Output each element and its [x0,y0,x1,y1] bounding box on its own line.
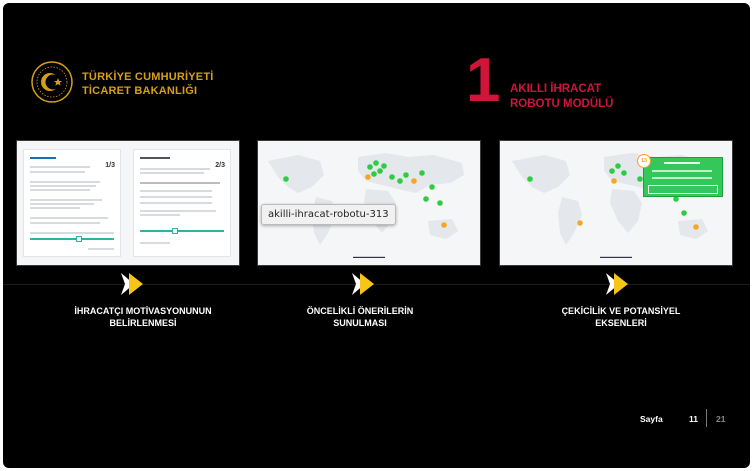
module-title-line-1: AKILLI İHRACAT [510,83,602,95]
questionnaire-card: 1/3 [23,149,121,257]
caption-line: ÖNCELİKLİ ÖNERİLERİN [306,306,414,316]
market-marker[interactable] [389,174,395,180]
market-marker[interactable] [397,178,403,184]
market-marker[interactable] [371,171,377,177]
market-marker[interactable] [367,164,373,170]
market-marker[interactable] [437,200,443,206]
url-tooltip: akilli-ihracat-robotu-313 [261,204,396,225]
market-marker[interactable] [283,176,289,182]
map-attribution: ▬▬▬▬▬▬▬▬ [600,254,632,259]
caption-line: İHRACATÇI MOTİVASYONUNUN [74,306,212,316]
market-marker[interactable] [577,220,583,226]
score-badge: 13 [637,154,651,168]
market-marker[interactable] [637,176,643,182]
country-popup[interactable] [643,157,723,197]
market-marker[interactable] [693,224,699,230]
ministry-line-1: TÜRKİYE CUMHURİYETİ [82,71,214,83]
market-marker[interactable] [527,176,533,182]
caption-line: ÇEKİCİLİK VE POTANSİYEL [561,306,681,316]
slider-handle[interactable] [172,228,178,234]
market-marker[interactable] [609,168,615,174]
recommendations-screenshot: akilli-ihracat-robotu-313 ▬▬▬▬▬▬▬▬ [257,140,481,266]
map-attribution: ▬▬▬▬▬▬▬▬ [353,254,385,259]
market-marker[interactable] [681,210,687,216]
step-caption-recommendations: ÖNCELİKLİ ÖNERİLERİN SUNULMASI [260,305,460,329]
ministry-line-2: TİCARET BAKANLIĞI [82,85,198,97]
step-arrow-icon [352,273,374,295]
market-marker[interactable] [611,178,617,184]
ministry-name: TÜRKİYE CUMHURİYETİ TİCARET BAKANLIĞI [82,70,214,98]
market-marker[interactable] [419,170,425,176]
potential-axes-screenshot: 13 ▬▬▬▬▬▬▬▬ [499,140,733,266]
market-marker[interactable] [673,196,679,202]
world-map [268,153,464,245]
module-title: AKILLI İHRACAT ROBOTU MODÜLÜ [510,82,614,112]
caption-line: BELİRLENMESİ [109,318,177,328]
market-markers [283,160,447,228]
market-marker[interactable] [373,160,379,166]
step-indicator: 2/3 [215,162,225,169]
page-label: Sayfa [640,414,663,424]
caption-line: EKSENLERİ [595,318,647,328]
caption-line: SUNULMASI [333,318,387,328]
module-title-line-2: ROBOTU MODÜLÜ [510,98,614,110]
market-marker[interactable] [429,184,435,190]
market-marker[interactable] [615,163,621,169]
slider-handle[interactable] [76,236,82,242]
section-divider [3,284,750,285]
market-marker[interactable] [411,178,417,184]
step-caption-potential-axes: ÇEKİCİLİK VE POTANSİYEL EKSENLERİ [521,305,721,329]
page-number: 11 [689,414,698,424]
step-arrow-icon [606,273,628,295]
motivation-screenshot: 1/3 2/3 [16,140,240,266]
market-marker[interactable] [381,163,387,169]
market-marker[interactable] [403,172,409,178]
module-number: 1 [466,46,501,115]
page-total: 21 [716,414,726,424]
market-marker[interactable] [365,174,371,180]
step-caption-motivation: İHRACATÇI MOTİVASYONUNUN BELİRLENMESİ [43,305,243,329]
step-indicator: 1/3 [105,162,115,169]
market-marker[interactable] [423,196,429,202]
ministry-emblem-icon [31,61,73,103]
step-arrow-icon [121,273,143,295]
market-marker[interactable] [441,222,447,228]
page-number-divider [706,409,707,427]
slide: TÜRKİYE CUMHURİYETİ TİCARET BAKANLIĞI 1 … [3,3,750,468]
market-marker[interactable] [621,170,627,176]
questionnaire-card: 2/3 [133,149,231,257]
market-marker[interactable] [377,168,383,174]
